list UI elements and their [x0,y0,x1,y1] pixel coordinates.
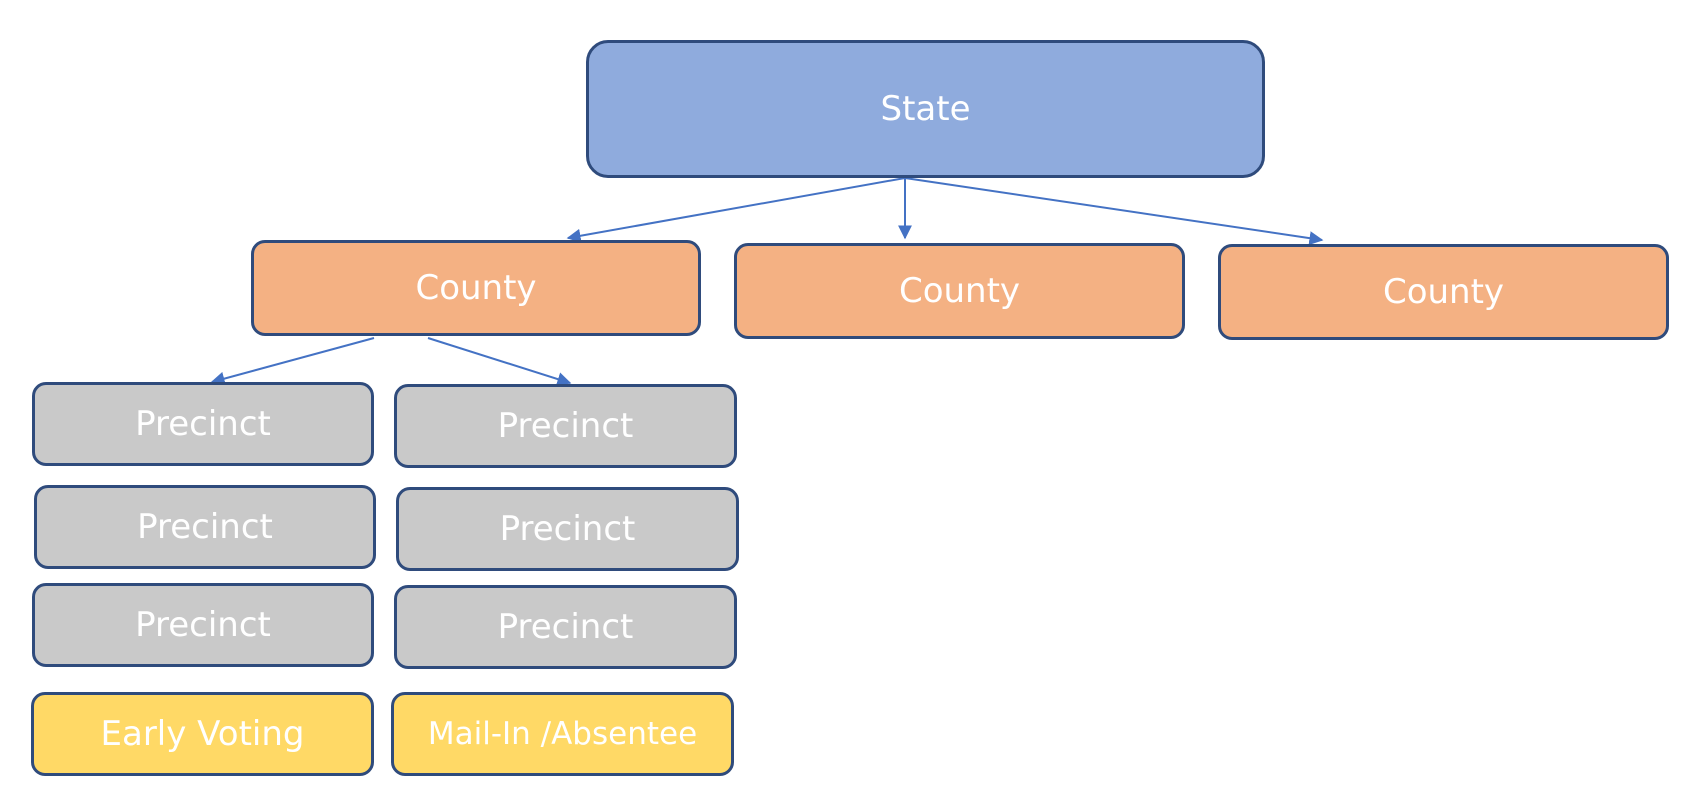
county-label-1: County [415,268,537,308]
precinct-left-3: Precinct [32,583,374,667]
precinct-label: Precinct [135,605,271,645]
precinct-label: Precinct [497,406,634,446]
county-label-3: County [1382,272,1505,312]
early-voting-node: Early Voting [31,692,374,776]
precinct-label: Precinct [497,607,634,647]
county-node-1: County [251,240,701,336]
state-label: State [880,89,971,129]
precinct-left-1: Precinct [32,382,374,466]
precinct-label: Precinct [135,404,271,444]
edge-county-precinct-left [210,337,375,386]
precinct-label: Precinct [499,509,636,549]
precinct-left-2: Precinct [34,485,376,569]
county-label-2: County [898,271,1021,311]
county-node-2: County [734,243,1185,339]
precinct-label: Precinct [137,507,273,547]
mail-in-absentee-label: Mail-In /Absentee [427,716,698,752]
state-node: State [586,40,1265,178]
mail-in-absentee-node: Mail-In /Absentee [391,692,734,776]
precinct-right-1: Precinct [394,384,737,468]
edge-county-precinct-right [427,337,572,386]
county-node-3: County [1218,244,1669,340]
edge-state-county-3 [904,177,1324,246]
edge-state-county-1 [566,177,906,243]
precinct-right-3: Precinct [394,585,737,669]
early-voting-label: Early Voting [100,714,305,754]
precinct-right-2: Precinct [396,487,739,571]
